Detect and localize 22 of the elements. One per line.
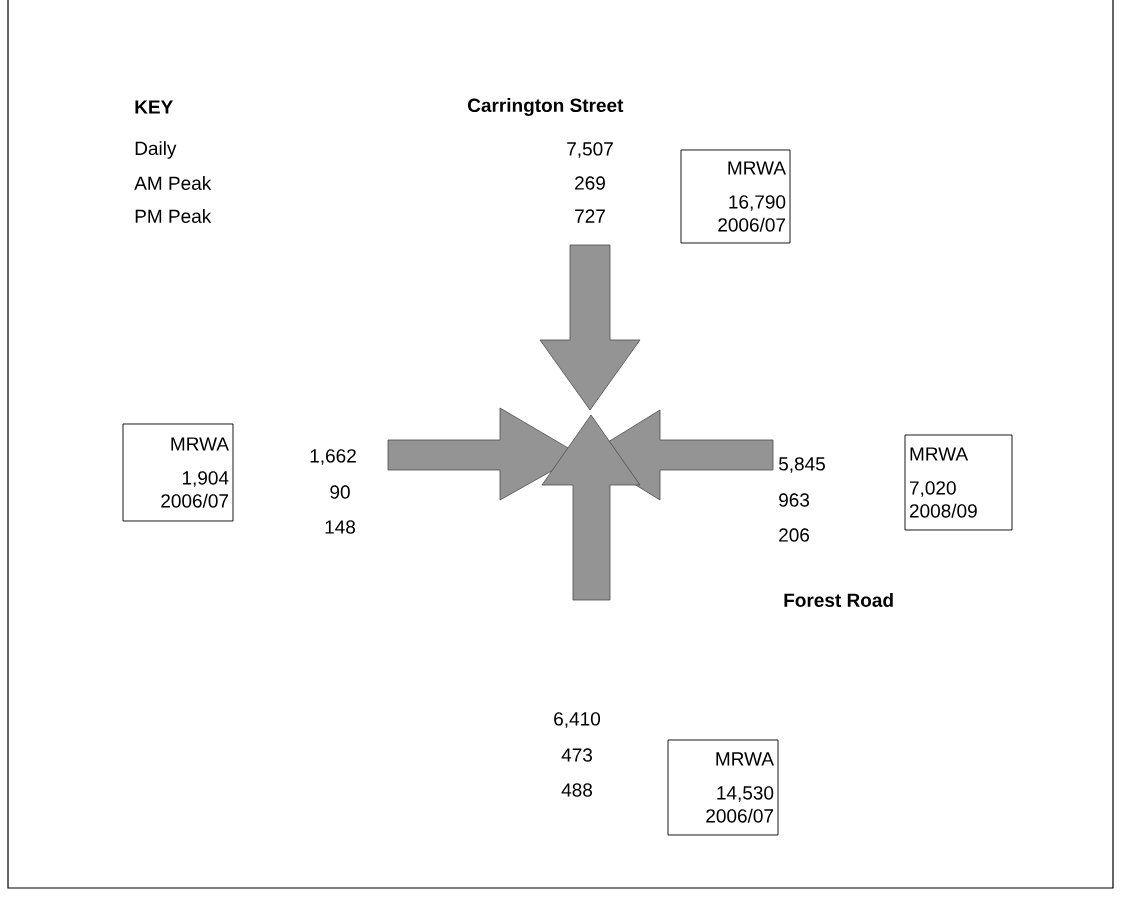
value-box: MRWA 7,020 2008/09 — [904, 434, 1013, 531]
value-box: MRWA 14,530 2006/07 — [667, 739, 779, 836]
value-box: MRWA 16,790 2006/07 — [680, 149, 791, 244]
count-value: 90 — [330, 485, 350, 499]
count-value: 148 — [325, 520, 355, 534]
count-value: 6,410 — [554, 712, 600, 728]
road-name: Carrington Street — [468, 98, 624, 116]
count-value: 7,507 — [567, 142, 613, 158]
count-value: 5,845 — [778, 457, 825, 473]
count-value: 269 — [575, 176, 605, 190]
value-box: MRWA 1,904 2006/07 — [122, 423, 234, 522]
road-name: Forest Road — [784, 593, 893, 607]
heading: KEY — [135, 100, 173, 114]
key-label: Daily — [135, 141, 177, 159]
count-value: 1,662 — [310, 449, 356, 465]
count-value: 473 — [561, 748, 592, 762]
key-label: PM Peak — [135, 209, 212, 223]
count-value: 206 — [779, 528, 810, 542]
count-value: 488 — [561, 783, 592, 797]
key-label: AM Peak — [134, 176, 212, 190]
count-value: 727 — [575, 209, 605, 223]
count-value: 963 — [779, 493, 810, 507]
